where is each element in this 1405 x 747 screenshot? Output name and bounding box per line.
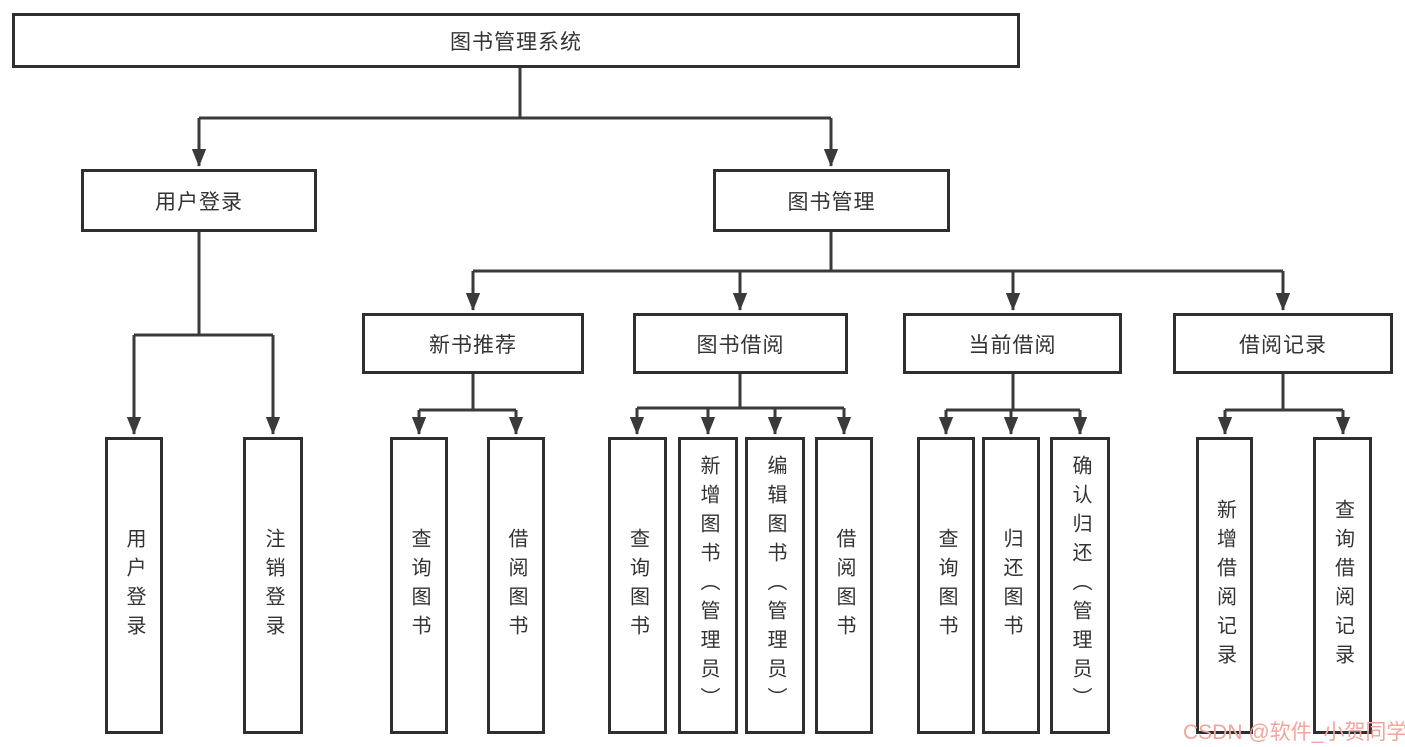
node-book-borrow-label: 图书借阅: [696, 333, 785, 357]
node-borrow-records-label: 借阅记录: [1239, 333, 1327, 357]
node-leaf-nb-query-books: 查询图书: [390, 437, 448, 734]
node-new-book-rec: 新书推荐: [362, 313, 584, 374]
node-book-mgmt-label: 图书管理: [787, 190, 876, 214]
node-leaf-bb-add-books-admin-label: 新增图书（管理员）: [697, 455, 719, 716]
node-leaf-cb-confirm-return-admin: 确认归还（管理员）: [1050, 437, 1110, 734]
node-leaf-br-query-record-label: 查询借阅记录: [1331, 498, 1354, 673]
node-new-book-rec-label: 新书推荐: [429, 333, 517, 357]
node-current-borrow-label: 当前借阅: [968, 333, 1057, 357]
node-leaf-bb-edit-books-admin-label: 编辑图书（管理员）: [764, 455, 786, 716]
node-leaf-logout: 注销登录: [243, 437, 303, 734]
node-leaf-nb-borrow-books-label: 借阅图书: [505, 527, 527, 644]
node-leaf-br-add-record-label: 新增借阅记录: [1213, 498, 1236, 673]
node-leaf-bb-edit-books-admin: 编辑图书（管理员）: [745, 437, 805, 734]
node-root: 图书管理系统: [12, 13, 1020, 68]
node-leaf-cb-query-books-label: 查询图书: [935, 527, 957, 644]
node-leaf-bb-borrow-books: 借阅图书: [815, 437, 873, 734]
node-leaf-nb-borrow-books: 借阅图书: [487, 437, 545, 734]
node-root-label: 图书管理系统: [450, 30, 582, 54]
node-user-login-label: 用户登录: [155, 190, 243, 214]
node-leaf-logout-label: 注销登录: [262, 527, 284, 644]
node-leaf-bb-borrow-books-label: 借阅图书: [833, 527, 855, 644]
node-user-login: 用户登录: [81, 169, 317, 232]
csdn-watermark: CSDN @软件_小贺同学: [1183, 721, 1405, 744]
node-current-borrow: 当前借阅: [903, 313, 1122, 374]
node-leaf-cb-return-books-label: 归还图书: [1000, 527, 1022, 644]
node-leaf-bb-query-books-label: 查询图书: [626, 527, 649, 644]
node-borrow-records: 借阅记录: [1173, 313, 1393, 374]
node-leaf-nb-query-books-label: 查询图书: [408, 527, 430, 644]
node-leaf-bb-add-books-admin: 新增图书（管理员）: [678, 437, 738, 734]
node-leaf-cb-query-books: 查询图书: [917, 437, 975, 734]
node-book-mgmt: 图书管理: [713, 169, 950, 232]
node-leaf-cb-confirm-return-admin-label: 确认归还（管理员）: [1069, 455, 1091, 716]
node-leaf-user-login: 用户登录: [105, 437, 163, 734]
node-leaf-br-query-record: 查询借阅记录: [1313, 437, 1372, 734]
node-leaf-cb-return-books: 归还图书: [982, 437, 1040, 734]
node-book-borrow: 图书借阅: [633, 313, 848, 374]
node-leaf-br-add-record: 新增借阅记录: [1196, 437, 1253, 734]
node-leaf-user-login-label: 用户登录: [123, 527, 145, 644]
node-leaf-bb-query-books: 查询图书: [608, 437, 667, 734]
